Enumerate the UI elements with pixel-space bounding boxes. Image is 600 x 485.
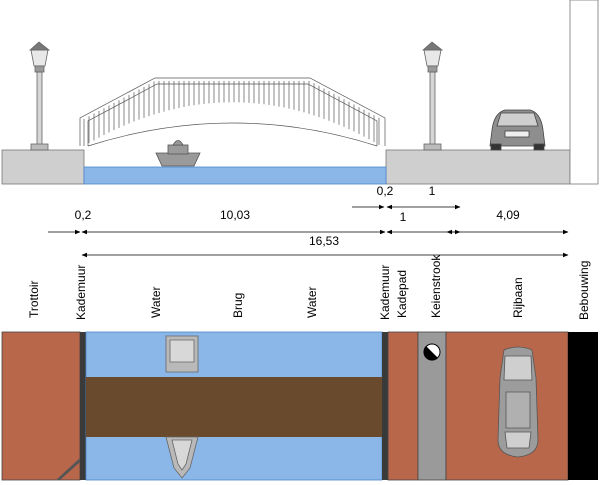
street-lamp-left: [28, 41, 51, 151]
zone-label-trottoir: Trottoir: [27, 280, 41, 318]
zone-label-kademuur-left: Kademuur: [74, 265, 88, 320]
zone-label-rijbaan: Rijbaan: [511, 277, 525, 318]
footbridge-elevation: [79, 77, 386, 147]
dimension-labels: 0,2 10,03 16,53 0,2 1 1 4,09: [75, 184, 520, 248]
zone-labels: Trottoir Kademuur Water Brug Water Kadem…: [27, 254, 591, 320]
left-quay-ground: [1, 149, 85, 185]
plan-kademuur-right: [382, 332, 388, 480]
street-lamp-right: [421, 41, 444, 151]
plan-kademuur-left: [80, 332, 86, 480]
boat-plan-top: [165, 335, 199, 373]
dim-label-16-53: 16,53: [309, 234, 339, 248]
lamp-plan-icon: [423, 343, 441, 361]
plan-view: [1, 331, 598, 481]
dim-label-1-lower: 1: [400, 210, 407, 224]
dim-label-0-2-left: 0,2: [75, 208, 92, 222]
dim-label-0-2-right: 0,2: [377, 184, 394, 198]
building-elevation: [569, 0, 599, 185]
plan-trottoir: [1, 331, 81, 481]
plan-kadepad: [387, 331, 419, 481]
plan-trottoir-corner: [56, 458, 80, 480]
boat-plan-bottom: [165, 436, 199, 479]
zone-label-bebouwing: Bebouwing: [577, 261, 591, 320]
elevation-view: [1, 0, 599, 185]
dim-label-4-09: 4,09: [496, 208, 520, 222]
dim-label-10-03: 10,03: [220, 208, 250, 222]
boat-elevation: [155, 140, 201, 167]
zone-label-kadepad: Kadepad: [395, 270, 409, 318]
car-plan-icon: [497, 346, 539, 458]
zone-label-water-left: Water: [149, 286, 163, 318]
dim-label-1-upper: 1: [429, 184, 436, 198]
plan-bebouwing: [568, 332, 598, 480]
zone-label-kademuur-right: Kademuur: [378, 265, 392, 320]
right-quay-ground: [385, 149, 571, 185]
plan-bridge-deck: [86, 377, 382, 437]
water-elevation: [83, 166, 387, 185]
zone-label-keienstrook: Keienstrook: [429, 254, 443, 318]
car-elevation: [489, 109, 546, 151]
zone-label-water-right: Water: [305, 286, 319, 318]
zone-label-brug: Brug: [231, 293, 245, 318]
dimension-lines: [48, 204, 569, 258]
